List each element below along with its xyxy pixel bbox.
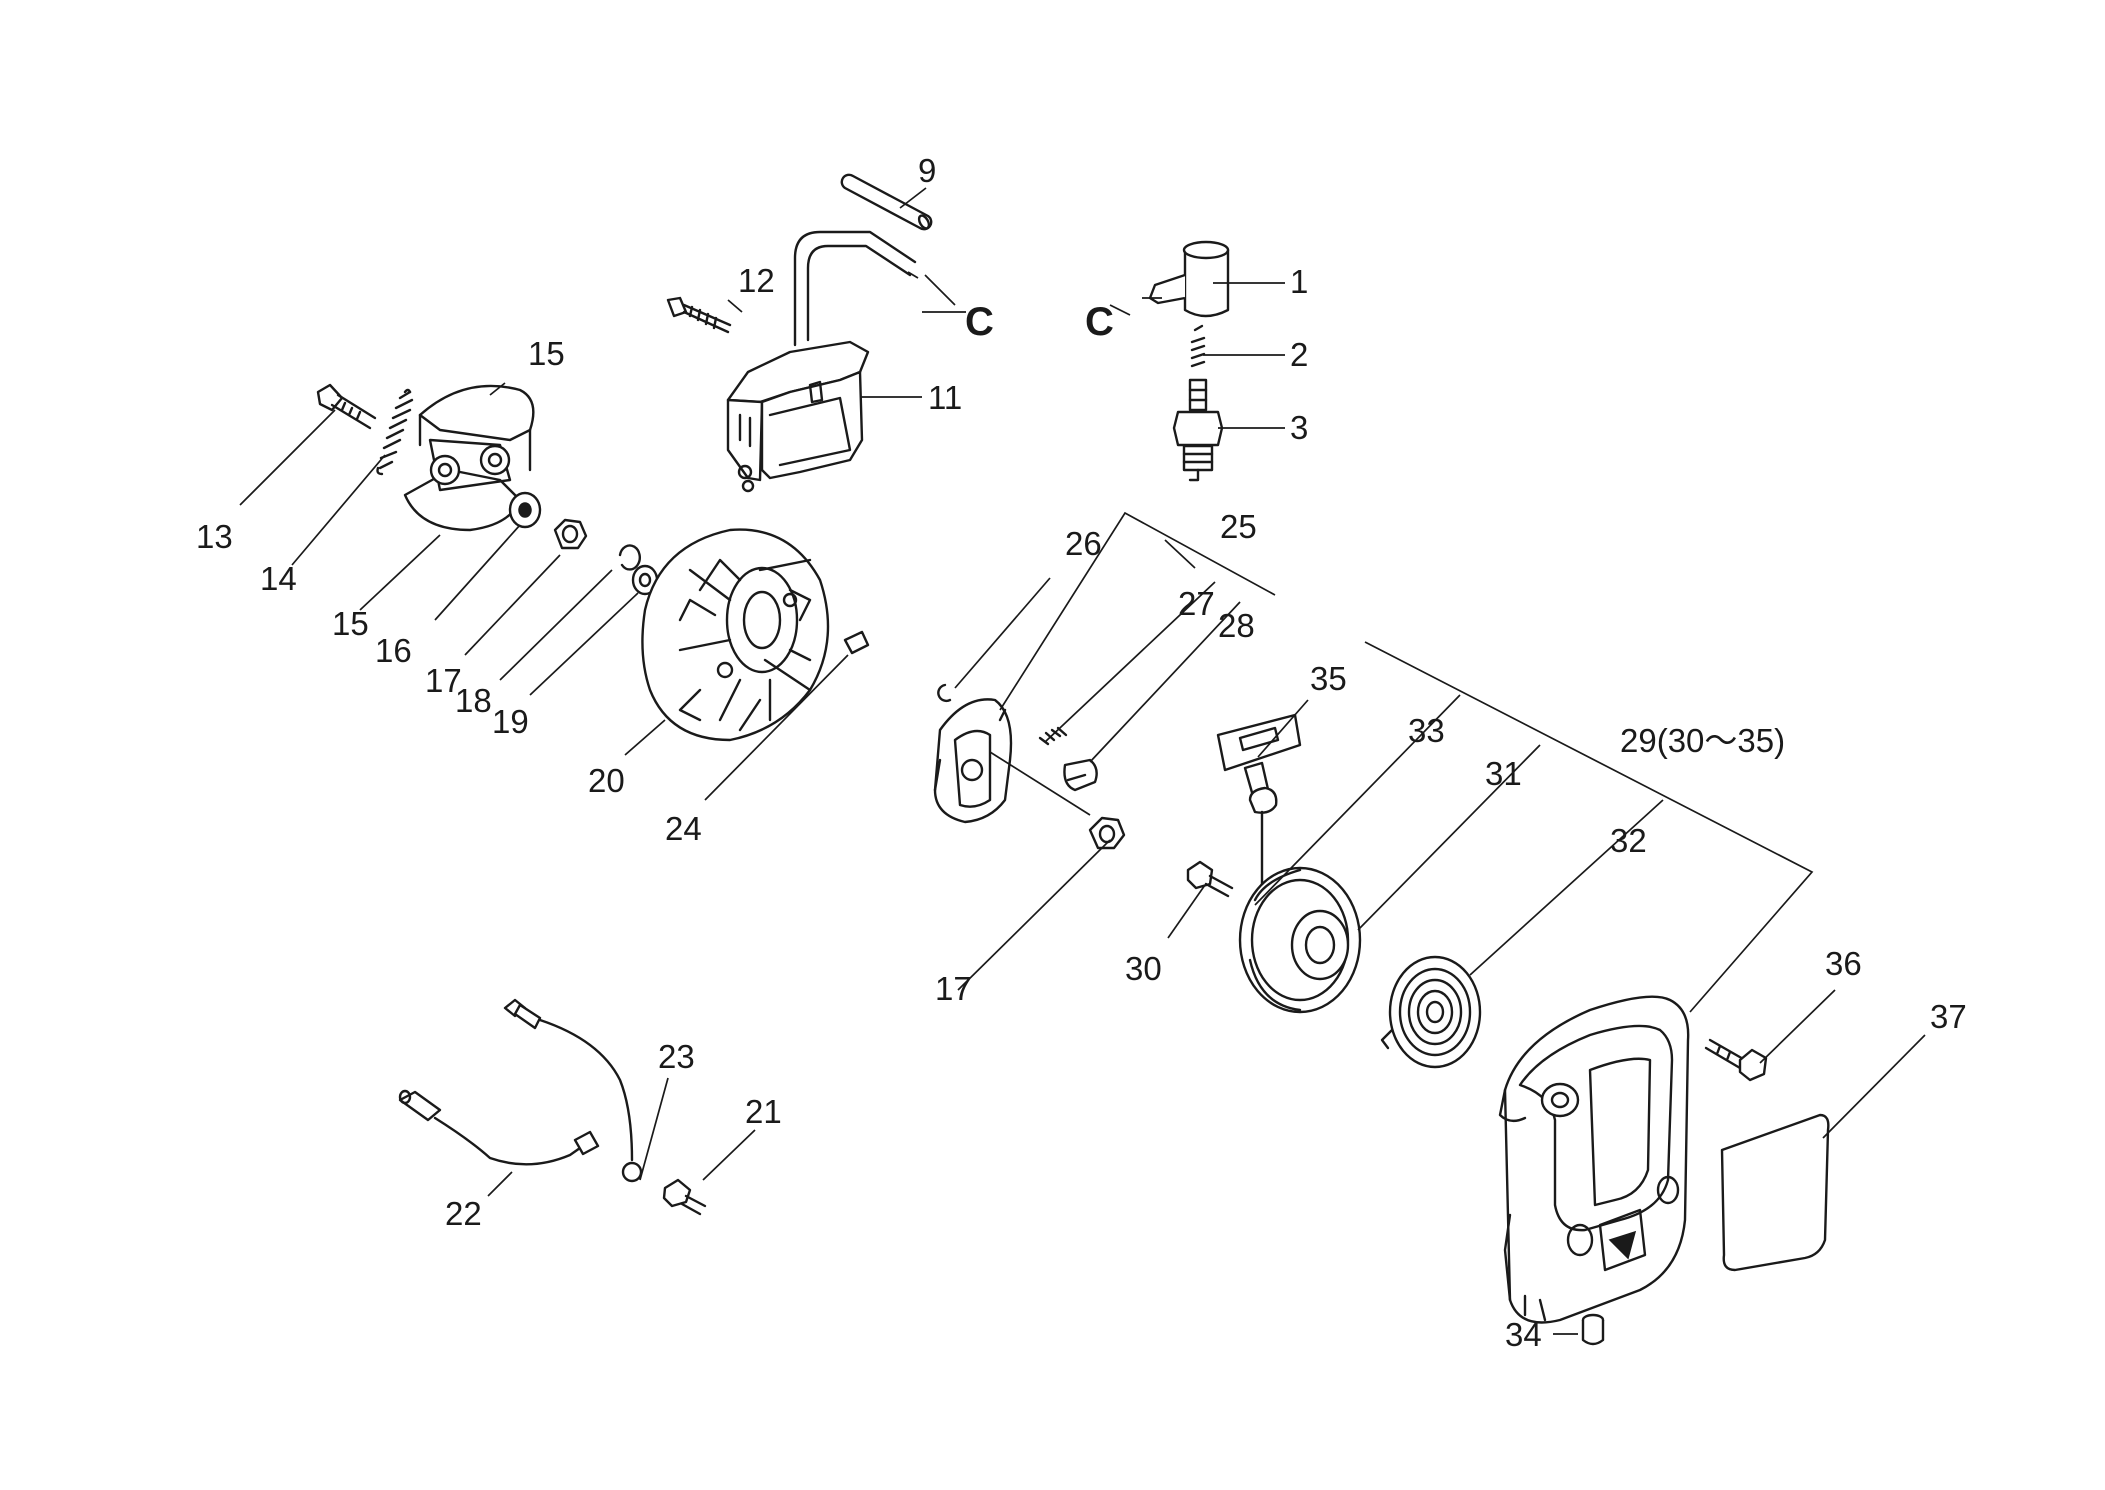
callout-18: 18 <box>455 682 492 719</box>
callout-25: 25 <box>1220 508 1257 545</box>
clutch-bolt-13 <box>316 383 377 430</box>
callout-17-left: 17 <box>425 662 462 699</box>
starter-handle-35 <box>1216 713 1302 907</box>
label-plate-37 <box>1720 1113 1830 1272</box>
screw-21 <box>662 1178 707 1216</box>
cap-34 <box>1581 1313 1605 1346</box>
callout-29: 29(30～35) <box>1620 722 1785 759</box>
starter-case-29 <box>1498 995 1690 1324</box>
circlip-26 <box>937 683 952 703</box>
callout-32: 32 <box>1610 822 1647 859</box>
pawl-28 <box>1063 758 1098 792</box>
connector-c-left: C <box>965 300 994 344</box>
flywheel <box>641 528 830 742</box>
spring-2 <box>1190 324 1206 368</box>
recoil-spring-32 <box>1380 955 1482 1069</box>
callout-labels: 1 2 3 9 11 12 13 14 15 15 16 17 18 19 20… <box>196 152 1967 1353</box>
flywheel-key-24 <box>843 630 870 655</box>
callout-16: 16 <box>375 632 412 669</box>
clutch-spring-14 <box>376 388 414 476</box>
circlip-18 <box>618 544 641 571</box>
callout-20: 20 <box>588 762 625 799</box>
callout-1: 1 <box>1290 263 1308 300</box>
spring-27 <box>1038 726 1068 746</box>
callout-12: 12 <box>738 262 775 299</box>
callout-17-right: 17 <box>935 970 972 1007</box>
callout-15-bottom: 15 <box>332 605 369 642</box>
screw-30 <box>1186 860 1234 898</box>
callout-28: 28 <box>1218 607 1255 644</box>
callout-11: 11 <box>928 379 962 416</box>
ignition-coil <box>726 230 917 493</box>
callout-37: 37 <box>1930 998 1967 1035</box>
callout-33: 33 <box>1408 712 1445 749</box>
callout-35: 35 <box>1310 660 1347 697</box>
callout-14: 14 <box>260 560 297 597</box>
connector-c-right: C <box>1085 300 1114 344</box>
cord-23 <box>503 998 643 1183</box>
callout-27: 27 <box>1178 585 1215 622</box>
callout-34: 34 <box>1505 1316 1542 1353</box>
callout-13: 13 <box>196 518 233 555</box>
boot-sleeve-9 <box>840 173 933 231</box>
callout-24: 24 <box>665 810 702 847</box>
leader-lines <box>239 187 1926 1335</box>
nut-17 <box>553 518 588 550</box>
callout-21: 21 <box>745 1093 782 1130</box>
starter-reel-31 <box>1238 866 1362 1014</box>
callout-3: 3 <box>1290 409 1308 446</box>
washer-16 <box>508 491 542 529</box>
callout-19: 19 <box>492 703 529 740</box>
cord-22 <box>398 1089 600 1166</box>
callout-26: 26 <box>1065 525 1102 562</box>
callout-23: 23 <box>658 1038 695 1075</box>
callout-30: 30 <box>1125 950 1162 987</box>
callout-15-top: 15 <box>528 335 565 372</box>
nut-17b <box>1088 816 1126 850</box>
callout-31: 31 <box>1485 755 1522 792</box>
coil-bolt-12 <box>666 296 732 334</box>
callout-9: 9 <box>918 152 936 189</box>
callout-36: 36 <box>1825 945 1862 982</box>
bolt-36 <box>1704 1038 1768 1082</box>
plug-cap <box>1148 240 1230 318</box>
callout-22: 22 <box>445 1195 482 1232</box>
spark-plug <box>1172 378 1224 482</box>
starter-pulley-25 <box>933 698 1013 824</box>
callout-2: 2 <box>1290 336 1308 373</box>
